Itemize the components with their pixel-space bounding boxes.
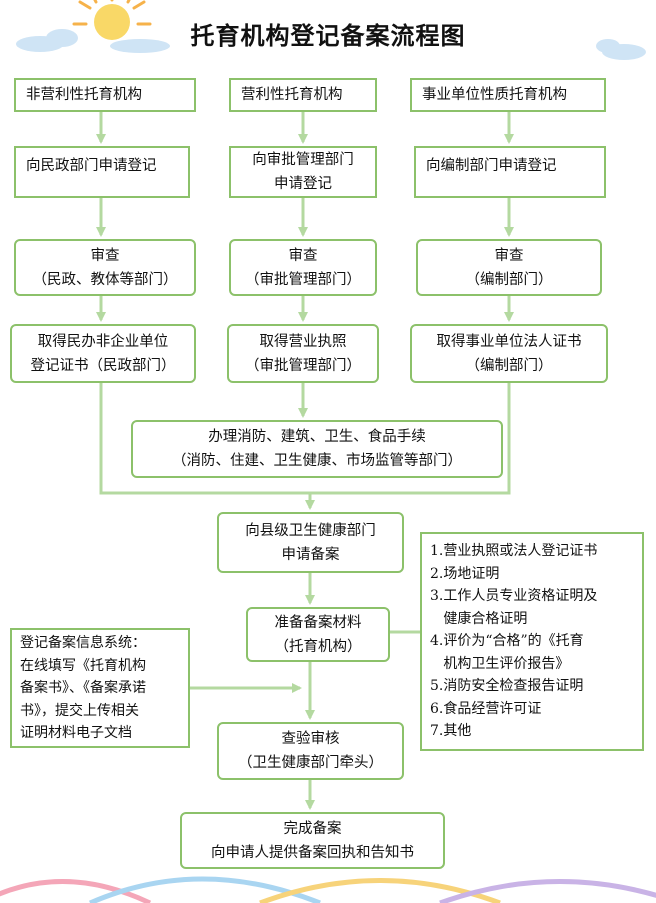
prepare-materials-line1: 准备备案材料 [274, 614, 362, 631]
prepare-materials-line2: （托育机构） [274, 638, 362, 655]
register-approval-line2: 申请登记 [274, 176, 332, 192]
review-civil-affairs-line1: 审查 [90, 247, 120, 264]
rainbow-decoration [0, 876, 656, 903]
type-forprofit: 营利性托育机构 [229, 78, 377, 112]
materials-list-box: 1.营业执照或法人登记证书 2.场地证明 3.工作人员专业资格证明及 健康合格证… [420, 532, 644, 751]
certificate-business-license-line1: 取得营业执照 [259, 333, 347, 350]
review-civil-affairs-line2: （民政、教体等部门） [32, 271, 178, 288]
materials-item: 健康合格证明 [430, 610, 528, 627]
online-system-line4: 书》，提交上传相关 [20, 702, 139, 719]
materials-item: 7.其他 [430, 723, 472, 739]
register-staffing: 向编制部门申请登记 [414, 146, 606, 198]
online-system-box: 登记备案信息系统： 在线填写《托育机构 备案书》、《备案承诺 书》，提交上传相关… [10, 628, 190, 748]
procedures-line2: （消防、住建、卫生健康、市场监管等部门） [172, 453, 462, 469]
cloud-left [16, 29, 170, 53]
type-nonprofit: 非营利性托育机构 [14, 78, 196, 112]
register-civil-affairs: 向民政部门申请登记 [14, 146, 190, 198]
materials-item: 2.场地证明 [430, 565, 500, 582]
certificate-nonprofit-line1: 取得民办非企业单位 [37, 333, 169, 350]
online-system-line5: 证明材料电子文档 [20, 725, 132, 741]
online-system-line1: 登记备案信息系统： [20, 635, 146, 651]
type-public-institution-label: 事业单位性质托育机构 [422, 87, 567, 103]
review-approval-line1: 审查 [288, 247, 318, 264]
review-staffing: 审查 （编制部门） [416, 239, 602, 296]
materials-item: 4.评价为“合格”的《托育 [430, 633, 584, 649]
materials-item: 6.食品经营许可证 [430, 700, 542, 717]
filing-application-line2: 申请备案 [281, 546, 340, 563]
certificate-nonprofit: 取得民办非企业单位 登记证书（民政部门） [10, 324, 196, 383]
online-system-line3: 备案书》、《备案承诺 [20, 680, 146, 696]
inspection-box: 查验审核 （卫生健康部门牵头） [217, 722, 404, 780]
online-system-line2: 在线填写《托育机构 [20, 657, 146, 674]
materials-item: 3.工作人员专业资格证明及 [430, 588, 598, 604]
review-approval-line2: （审批管理部门） [245, 271, 361, 288]
page-title: 托育机构登记备案流程图 [190, 21, 466, 50]
complete-line1: 完成备案 [283, 820, 342, 837]
complete-line2: 向申请人提供备案回执和告知书 [211, 844, 414, 861]
certificate-business-license-line2: （审批管理部门） [245, 357, 361, 374]
inspection-line1: 查验审核 [281, 731, 340, 747]
procedures-box: 办理消防、建筑、卫生、食品手续 （消防、住建、卫生健康、市场监管等部门） [131, 420, 503, 478]
register-civil-affairs-line1: 向民政部门申请登记 [26, 158, 157, 174]
procedures-line1: 办理消防、建筑、卫生、食品手续 [208, 429, 426, 445]
filing-application-box: 向县级卫生健康部门 申请备案 [217, 512, 404, 573]
certificate-public-institution-line1: 取得事业单位法人证书 [436, 333, 582, 350]
certificate-business-license: 取得营业执照 （审批管理部门） [227, 324, 379, 383]
sun-illustration [72, 0, 152, 40]
review-civil-affairs: 审查 （民政、教体等部门） [14, 239, 196, 296]
type-public-institution: 事业单位性质托育机构 [410, 78, 606, 112]
register-approval-line1: 向审批管理部门 [252, 152, 354, 168]
inspection-line2: （卫生健康部门牵头） [238, 755, 383, 771]
complete-box: 完成备案 向申请人提供备案回执和告知书 [180, 812, 445, 869]
merge-right-line [310, 383, 511, 495]
filing-application-line1: 向县级卫生健康部门 [245, 522, 376, 539]
merge-left-line [99, 383, 310, 495]
review-approval: 审查 （审批管理部门） [229, 239, 377, 296]
certificate-public-institution-line2: （编制部门） [465, 357, 553, 374]
type-forprofit-label: 营利性托育机构 [241, 87, 343, 103]
review-staffing-line1: 审查 [494, 247, 524, 264]
type-nonprofit-label: 非营利性托育机构 [26, 87, 142, 103]
review-staffing-line2: （编制部门） [465, 271, 553, 288]
cloud-right [596, 39, 646, 60]
materials-item: 5.消防安全检查报告证明 [430, 678, 584, 694]
materials-item: 1.营业执照或法人登记证书 [430, 543, 598, 559]
certificate-nonprofit-line2: 登记证书（民政部门） [30, 357, 176, 374]
prepare-materials-box: 准备备案材料 （托育机构） [246, 607, 390, 662]
register-staffing-line1: 向编制部门申请登记 [426, 158, 557, 174]
register-approval: 向审批管理部门 申请登记 [229, 146, 377, 198]
certificate-public-institution: 取得事业单位法人证书 （编制部门） [410, 324, 608, 383]
materials-item: 机构卫生评价报告》 [430, 655, 570, 672]
